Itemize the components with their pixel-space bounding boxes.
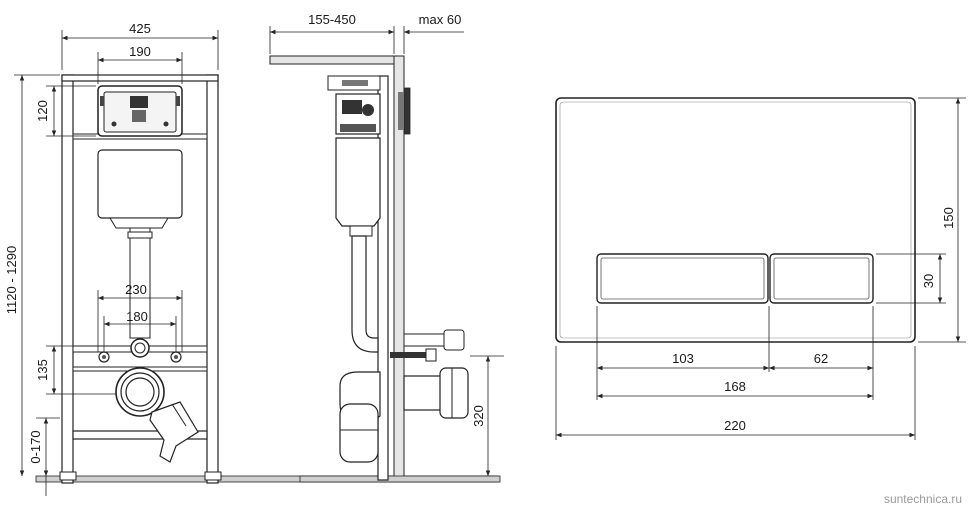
- dim-frame-height: 1120 - 1290: [4, 74, 60, 476]
- side-flush-mechanism-dark: [342, 100, 362, 114]
- dim-width-label: 425: [129, 21, 151, 36]
- dim-leg-adjustment: 0-170: [28, 417, 60, 496]
- large-flush-button: [596, 253, 769, 304]
- side-drain-flange: [439, 367, 469, 419]
- drain-elbow: [149, 401, 199, 463]
- dim-width: 425: [61, 21, 219, 70]
- flush-mechanism: [130, 96, 148, 108]
- side-floor: [299, 475, 501, 483]
- frame-crossbar-bottom: [72, 430, 208, 440]
- drain-elbow-seam: [171, 403, 187, 427]
- flush-mechanism-lower: [132, 110, 146, 122]
- dim-plate-width: 220: [556, 418, 915, 438]
- dim-small-button-width: 62: [769, 351, 873, 371]
- dim-max-offset-label: max 60: [419, 12, 462, 27]
- side-flush-mechanism-base: [340, 124, 376, 132]
- frame-right-upright: [206, 74, 219, 484]
- dim-plate-height-150-label: 150: [941, 207, 956, 229]
- cistern: [97, 149, 183, 219]
- flush-plate-inner-edge: [559, 101, 912, 339]
- side-anchor-bolt: [390, 352, 426, 358]
- dim-anchor-height: 135: [35, 345, 116, 395]
- flush-pipe-outlet-inner: [134, 342, 146, 354]
- dim-frame-height-label: 1120 - 1290: [4, 246, 19, 314]
- flush-screw-left: [111, 121, 117, 127]
- wall-bracket: [403, 87, 411, 135]
- dim-button-height-label: 30: [921, 274, 936, 288]
- flush-plate: [555, 97, 916, 343]
- dim-small-button-width-label: 62: [814, 351, 828, 366]
- dim-drain-height-label: 320: [471, 405, 486, 427]
- frame-top-bar: [61, 74, 219, 82]
- dim-pipe-distance-outer: 230: [97, 282, 183, 352]
- dim-max-offset: max 60: [403, 12, 464, 54]
- side-cistern-outlet: [349, 225, 373, 237]
- flush-pipe-collar: [127, 231, 153, 239]
- dim-large-button-width: 103: [597, 351, 769, 371]
- side-cistern: [335, 137, 381, 227]
- dim-pipe-distance-inner: 180: [103, 309, 177, 352]
- dim-large-button-width-label: 103: [672, 351, 694, 366]
- side-flush-valve: [362, 104, 374, 116]
- flush-screw-right: [163, 121, 169, 127]
- anchor-bolt-left-core: [102, 355, 106, 359]
- dim-anchor-height-label: 135: [35, 359, 50, 381]
- side-water-inlet-cap: [443, 329, 465, 351]
- dim-plate-height: 120: [35, 85, 96, 137]
- side-view: 155-450 max 60 320: [269, 12, 504, 483]
- side-top-mount-detail: [342, 80, 368, 86]
- side-anchor-nut: [425, 348, 437, 362]
- flush-plate-view: 150 30 103 62 168: [555, 97, 966, 440]
- large-flush-button-inner: [600, 257, 765, 300]
- drain-inner: [125, 377, 155, 407]
- side-frame-upright: [377, 75, 389, 481]
- wall-bracket-plate: [398, 92, 404, 130]
- side-flush-pipe: [351, 235, 379, 353]
- side-water-inlet: [403, 333, 445, 347]
- dim-flush-plate-width: 190: [97, 44, 183, 84]
- dim-depth: 155-450: [269, 12, 395, 54]
- side-drain-pipe: [339, 403, 379, 463]
- watermark: suntechnica.ru: [884, 492, 962, 506]
- flush-pipe: [129, 227, 151, 339]
- cistern-bottom: [109, 217, 169, 229]
- dim-pipe-distance-inner-label: 180: [126, 309, 148, 324]
- small-flush-button-inner: [773, 257, 870, 300]
- flush-clip-right: [176, 96, 180, 106]
- wall-top: [269, 55, 405, 65]
- flush-clip-left: [100, 96, 104, 106]
- small-flush-button: [769, 253, 874, 304]
- dim-drain-height: 320: [470, 355, 504, 476]
- dim-plate-height-label: 120: [35, 100, 50, 122]
- dim-plate-height-150: 150: [918, 97, 966, 343]
- dim-plate-width-label: 220: [724, 418, 746, 433]
- dim-buttons-total-width-label: 168: [724, 379, 746, 394]
- dim-flush-plate-width-label: 190: [129, 44, 151, 59]
- frame-foot-left: [59, 471, 77, 481]
- frame-foot-right: [204, 471, 222, 481]
- front-view: 425 190 120 1120 - 1290 230: [4, 21, 499, 496]
- dim-leg-adjustment-label: 0-170: [28, 430, 43, 463]
- dim-depth-label: 155-450: [308, 12, 356, 27]
- dim-pipe-distance-outer-label: 230: [125, 282, 147, 297]
- anchor-bolt-right-core: [174, 355, 178, 359]
- dim-buttons-total-width: 168: [597, 379, 873, 399]
- dim-button-height: 30: [876, 253, 946, 304]
- side-drain-connector: [403, 375, 443, 411]
